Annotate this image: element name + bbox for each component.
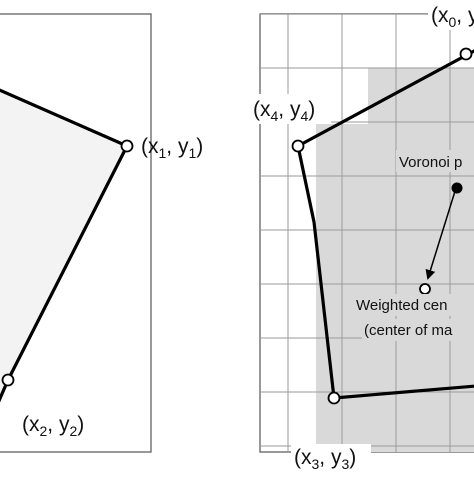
label-x0-y0: (x0, y bbox=[431, 4, 474, 30]
label-x1-y1: (x1, y1) bbox=[141, 135, 203, 161]
right-panel: (x0, y (x4, y4) (x3, y3) Voronoi p Weigh… bbox=[251, 0, 474, 474]
voronoi-point bbox=[451, 182, 463, 194]
grid bbox=[260, 14, 474, 452]
vertex-x1 bbox=[120, 139, 134, 153]
vertex-x4 bbox=[291, 139, 305, 153]
vertex-x2 bbox=[1, 373, 15, 387]
label-x2-y2: (x2, y2) bbox=[22, 413, 84, 439]
vertex-x3 bbox=[327, 391, 341, 405]
vertex-x0 bbox=[459, 47, 473, 61]
centroid-arrow bbox=[425, 187, 457, 280]
label-weighted-centroid: Weighted cen bbox=[356, 297, 447, 314]
label-x4-y4: (x4, y4) bbox=[253, 98, 315, 124]
weighted-centroid-point bbox=[419, 283, 431, 295]
right-polygon bbox=[296, 49, 474, 400]
label-x3-y3: (x3, y3) bbox=[294, 446, 356, 472]
left-panel: (x1, y1) (x2, y2) bbox=[0, 13, 203, 453]
label-center-of-mass: (center of ma bbox=[364, 322, 453, 339]
label-voronoi-point: Voronoi p bbox=[399, 154, 462, 171]
